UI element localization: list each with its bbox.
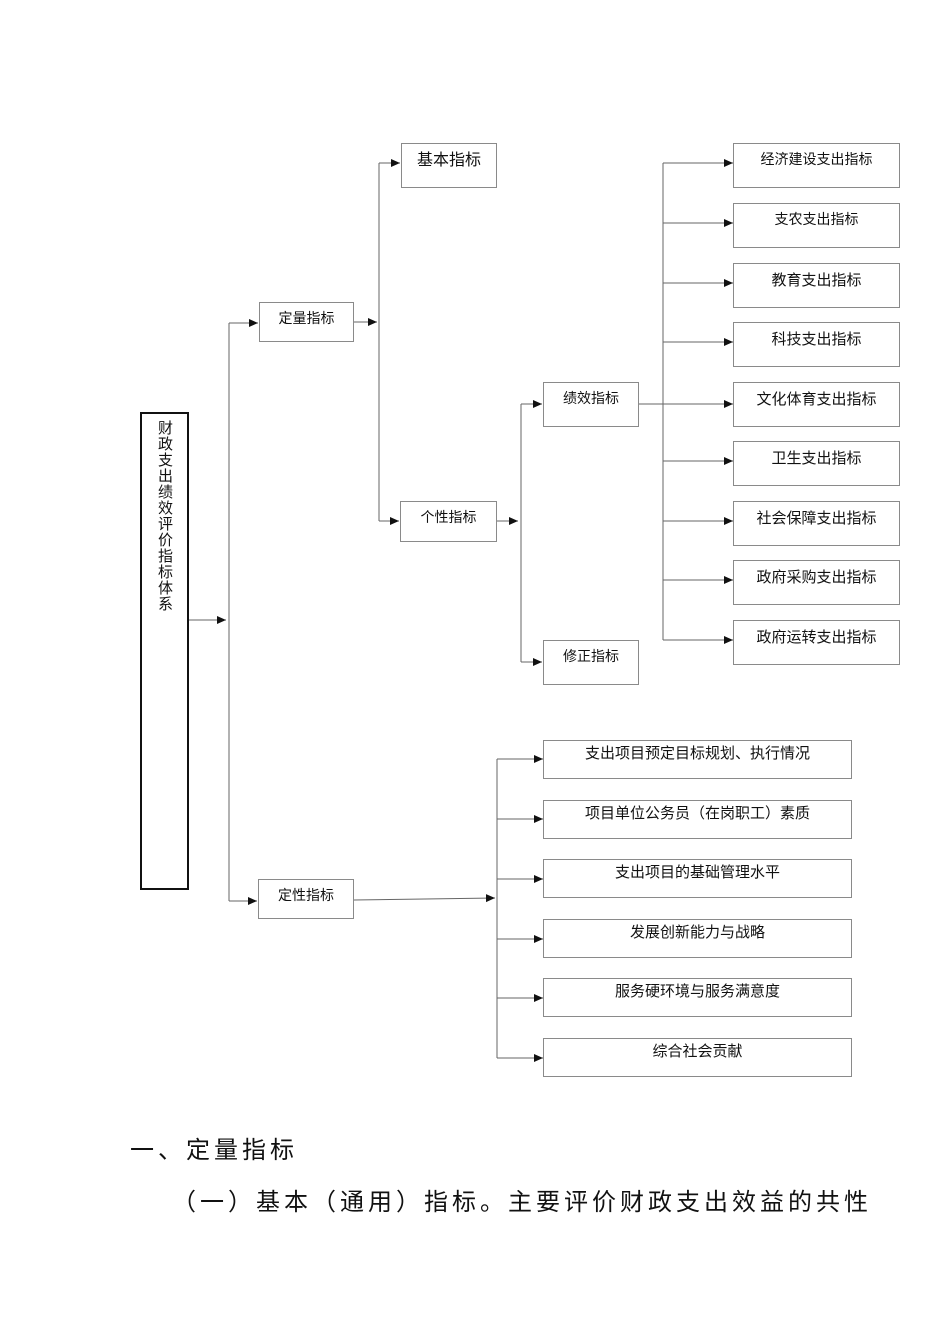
performance-item: 政府运转支出指标 [733,620,900,665]
basic-node: 基本指标 [401,143,497,188]
performance-item: 教育支出指标 [733,263,900,308]
performance-item: 政府采购支出指标 [733,560,900,605]
body-paragraph: （一）基本（通用）指标。主要评价财政支出效益的共性 [172,1188,872,1216]
quantitative-node: 定量指标 [259,302,354,342]
performance-item: 文化体育支出指标 [733,382,900,427]
root-node: 财政支出绩效评价指标体系 [140,412,189,890]
performance-item: 卫生支出指标 [733,441,900,486]
performance-item: 社会保障支出指标 [733,501,900,546]
qualitative-item: 综合社会贡献 [543,1038,852,1077]
qualitative-item: 发展创新能力与战略 [543,919,852,958]
correction-node: 修正指标 [543,640,639,685]
performance-item: 支农支出指标 [733,203,900,248]
performance-item: 科技支出指标 [733,322,900,367]
qualitative-item: 项目单位公务员（在岗职工）素质 [543,800,852,839]
qualitative-item: 服务硬环境与服务满意度 [543,978,852,1017]
individual-node: 个性指标 [400,501,497,542]
qualitative-node: 定性指标 [258,879,354,919]
qualitative-item: 支出项目的基础管理水平 [543,859,852,898]
performance-node: 绩效指标 [543,382,639,427]
performance-item: 经济建设支出指标 [733,143,900,188]
section-heading: 一、定量指标 [130,1136,298,1164]
qualitative-item: 支出项目预定目标规划、执行情况 [543,740,852,779]
